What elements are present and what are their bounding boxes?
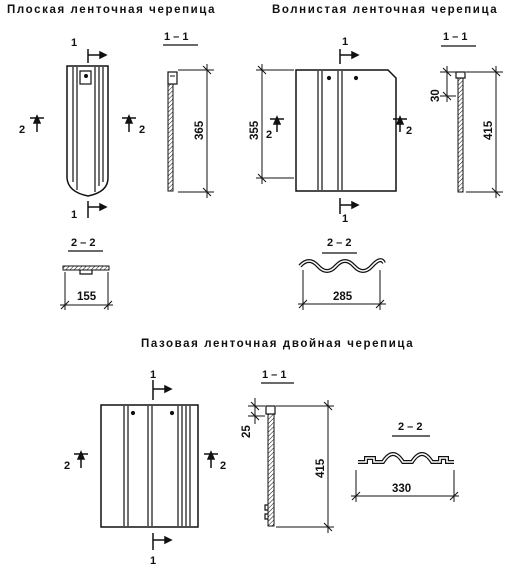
groove-section-22-profile [358,452,454,464]
groove-section-22-label: 2 – 2 [398,421,422,433]
wavy-height-dimension [466,66,503,198]
groove-height-dimension [276,400,334,533]
flat-height-dimension [178,64,214,198]
flat-height-value: 365 [194,120,206,140]
wavy-section-22-label: 2 – 2 [327,237,351,249]
flat-side-label-right: 2 [139,124,145,136]
wavy-section-22-profile [298,258,386,273]
groove-height-value: 415 [315,458,327,478]
flat-section-11-label: 1 – 1 [164,31,188,43]
groove-side-label-right: 2 [220,460,226,472]
groove-section-11-profile [264,405,276,527]
flat-width-value: 155 [77,291,97,303]
flat-cut-label-bottom: 1 [71,209,77,221]
wavy-side-label-right: 2 [406,125,412,137]
wavy-lip-dimension [440,66,456,102]
wavy-side-label-left: 2 [266,129,272,141]
wavy-section-11-profile [455,71,466,193]
flat-section-11-profile [167,71,178,192]
flat-tile-front-view [66,65,109,197]
wavy-cut-label-top: 1 [342,36,348,48]
flat-section-22-profile [62,265,110,275]
groove-width-value: 330 [392,483,411,495]
wavy-cut-label-bottom: 1 [342,213,348,225]
wavy-height-value: 415 [483,120,495,140]
flat-width-dimension [60,272,113,310]
title-groove-tile: Пазовая ленточная двойная черепица [141,338,415,350]
title-wavy-tile: Волнистая ленточная черепица [272,4,499,16]
wavy-lip-value: 30 [430,89,442,102]
title-flat-tile: Плоская ленточная черепица [7,4,217,16]
wavy-front-height-value: 355 [249,120,261,140]
wavy-section-11-label: 1 – 1 [443,31,467,43]
groove-lip-dimension [248,398,265,424]
groove-lip-value: 25 [241,425,253,438]
groove-section-11-label: 1 – 1 [262,369,286,381]
flat-side-label-left: 2 [19,124,25,136]
wavy-front-height-dimension [256,64,294,184]
groove-side-label-left: 2 [64,460,70,472]
groove-width-dimension [351,470,459,502]
flat-cut-label-top: 1 [71,37,77,49]
groove-tile-front-view [100,404,199,528]
groove-cut-label-bottom: 1 [150,555,156,567]
groove-tile-cut-marks [74,380,218,550]
wavy-tile-front-view [295,69,397,192]
flat-tile-cut-marks [30,49,136,218]
wavy-width-value: 285 [333,291,353,303]
wavy-tile-cut-marks [270,49,407,214]
groove-cut-label-top: 1 [150,369,156,381]
wavy-width-dimension [298,270,386,310]
flat-section-22-label: 2 – 2 [71,237,95,249]
